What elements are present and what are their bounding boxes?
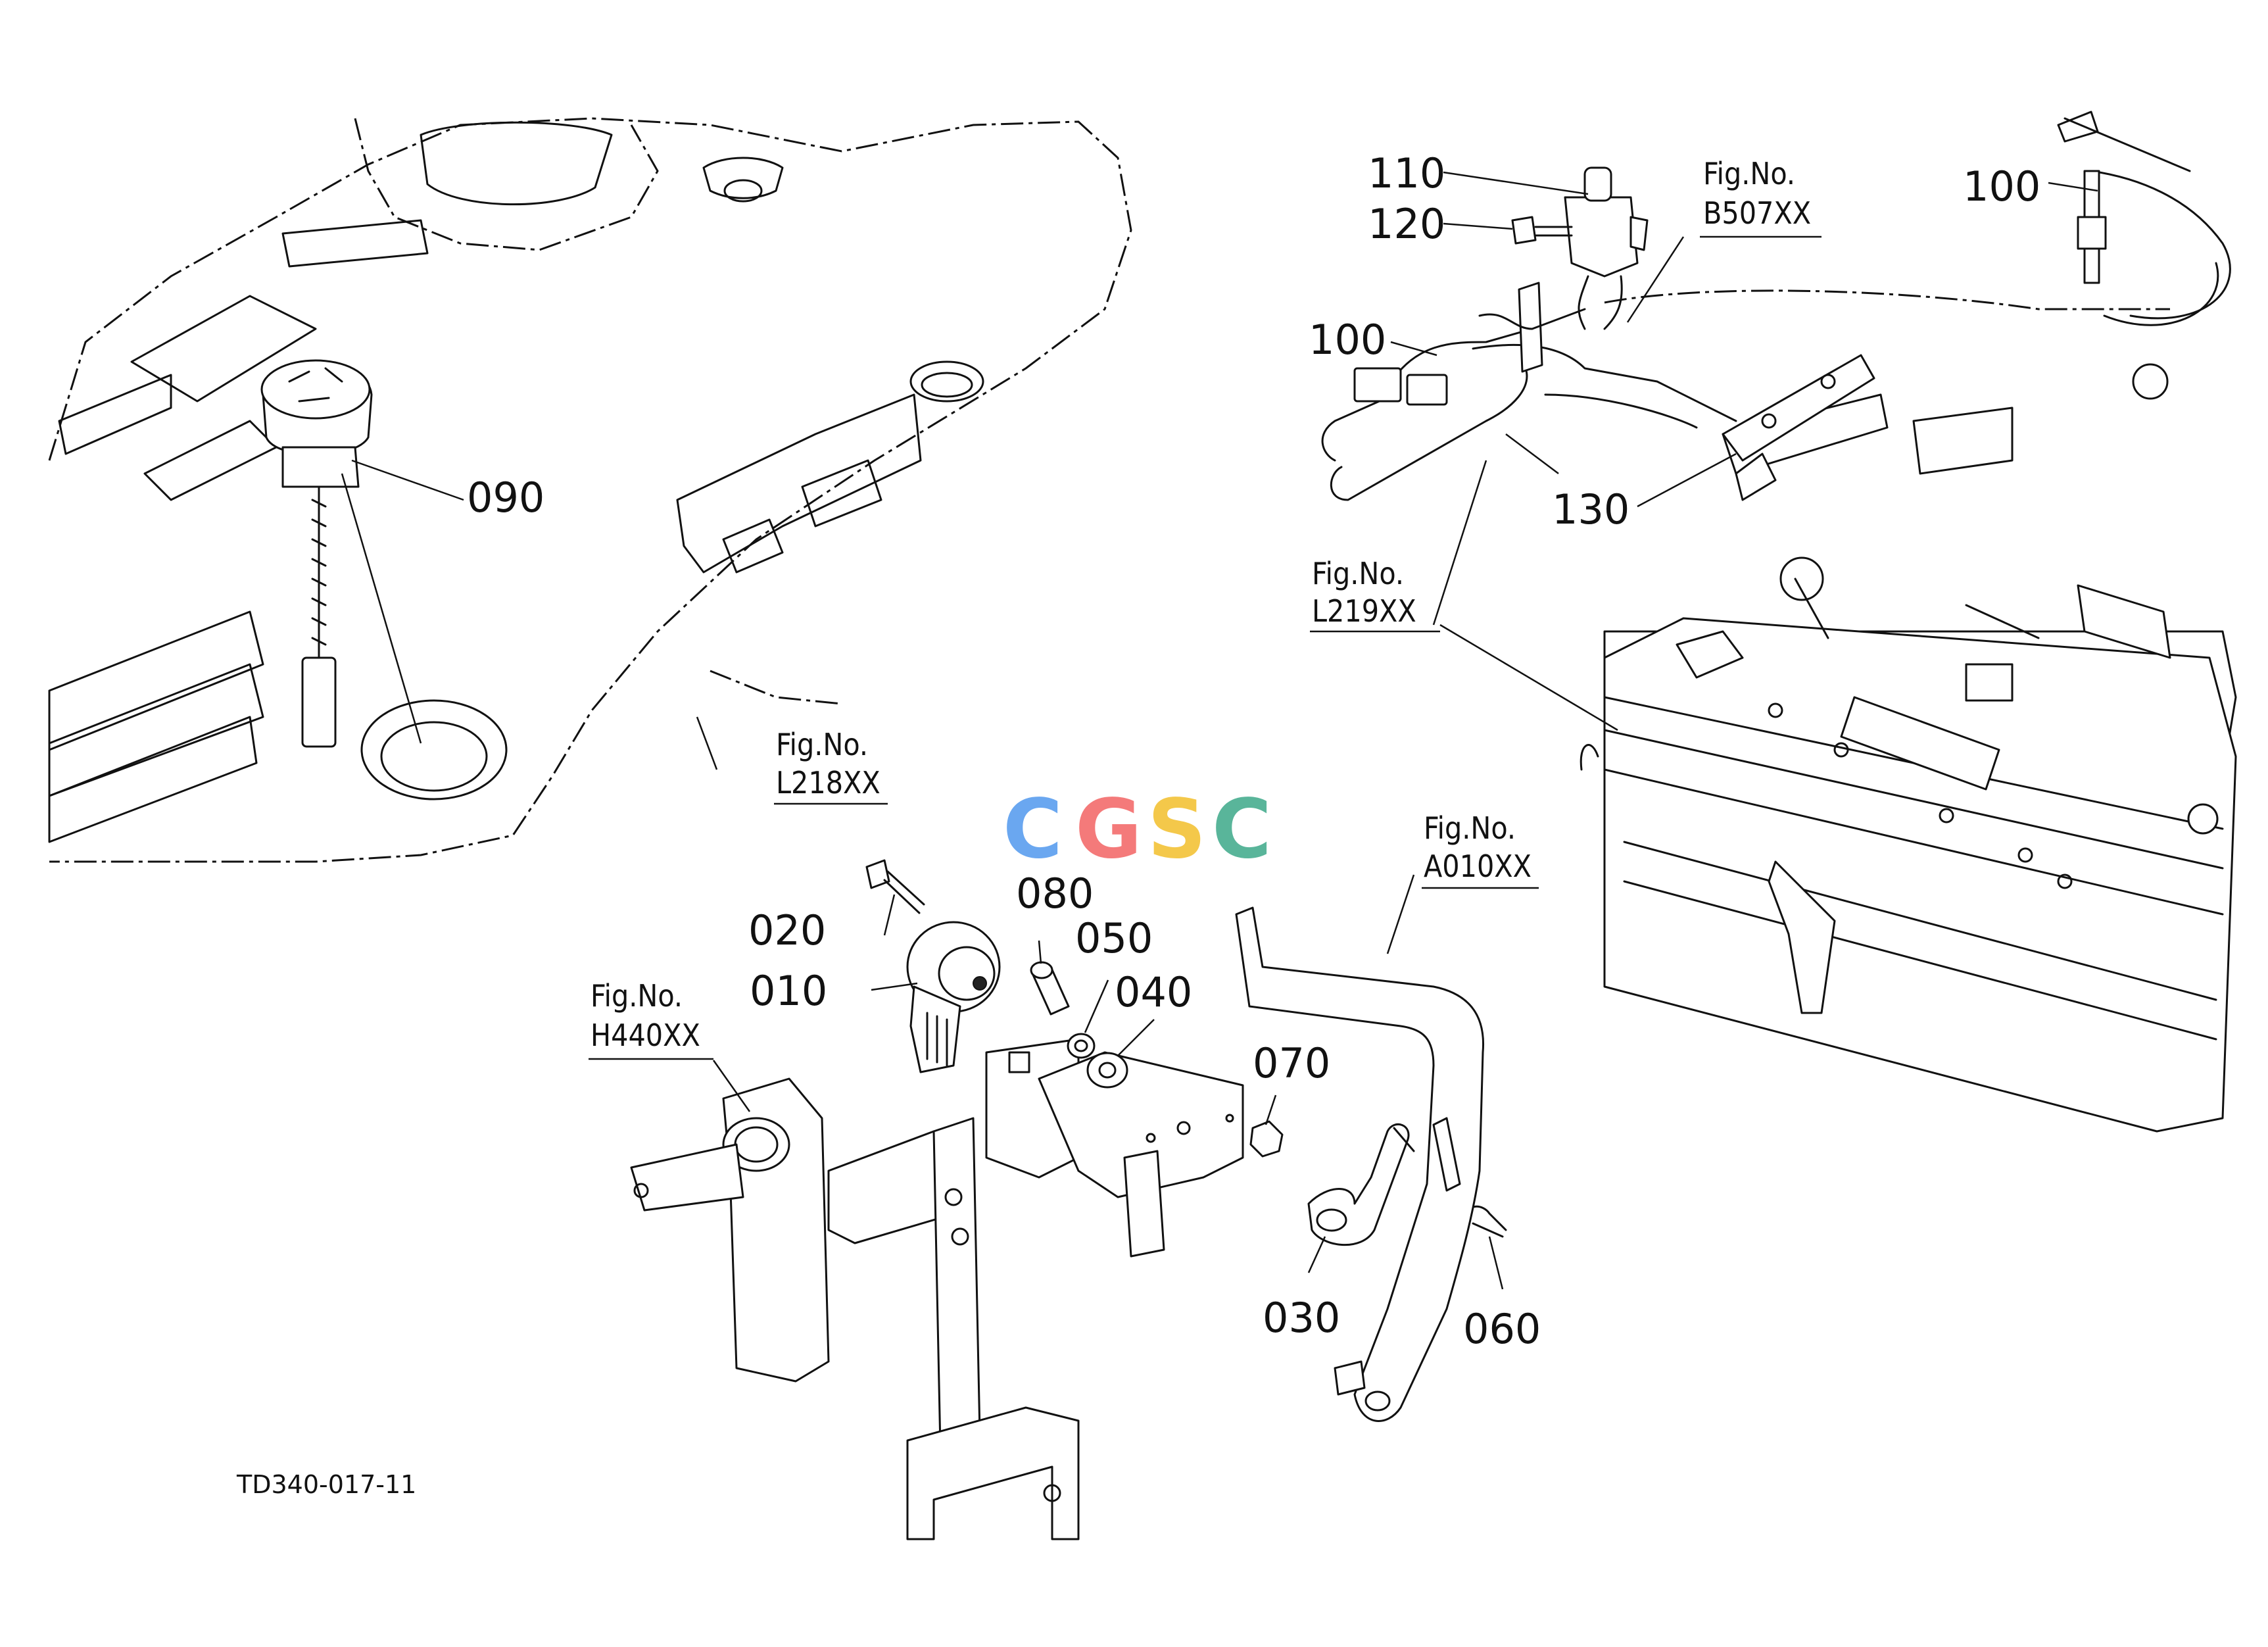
part-number-020: 020 [748,906,826,954]
bracket-assembly [630,1038,1244,1540]
svg-text:Fig.No.: Fig.No. [1424,810,1516,846]
part-number-010: 010 [750,967,827,1015]
part-number-130: 130 [1552,485,1629,533]
figure-ref-l218: Fig.No. L218XX [774,727,888,805]
part-number-080: 080 [1016,870,1094,918]
svg-text:L219XX: L219XX [1312,593,1416,629]
watermark-letter-s: S [1147,782,1206,877]
svg-text:Fig.No.: Fig.No. [1703,156,1795,191]
figure-ref-b507: Fig.No. B507XX [1700,156,1822,238]
fender-platform-assembly [48,117,1132,863]
part-number-100-harness: 100 [1309,316,1386,364]
svg-text:H440XX: H440XX [591,1018,700,1053]
figure-ref-a010: Fig.No. A010XX [1422,810,1539,889]
watermark-letter-c1: C [1003,782,1063,877]
cable-tie-100 [2057,111,2231,326]
part-number-040: 040 [1115,968,1192,1016]
part-number-090: 090 [467,474,544,522]
nut-070 [1249,1120,1284,1158]
wiring-harness-100 [1321,282,1875,501]
watermark-letter-c2: C [1212,782,1272,877]
pedal-arm [1235,906,1485,1422]
cgsc-watermark: C G S C [1003,782,1272,877]
svg-text:Fig.No.: Fig.No. [1312,556,1404,591]
switch-090 [260,359,464,748]
washer-040 [1086,1052,1128,1089]
drawing-code: TD340-017-11 [236,1470,416,1499]
part-number-110: 110 [1368,149,1445,197]
part-number-070: 070 [1253,1039,1330,1087]
part-number-120: 120 [1368,200,1445,248]
seat-frame-assembly [1580,289,2237,1133]
part-number-100-tie: 100 [1963,162,2040,210]
washer-050 [1067,1033,1096,1059]
svg-text:L218XX: L218XX [776,765,881,800]
svg-text:B507XX: B507XX [1703,195,1811,231]
figure-ref-h440: Fig.No. H440XX [589,978,713,1060]
collar-080 [1030,961,1070,1016]
valve-110 [1564,166,1649,330]
watermark-letter-g: G [1075,782,1142,877]
svg-text:Fig.No.: Fig.No. [776,727,868,762]
figure-ref-l219: Fig.No. L219XX [1310,556,1440,633]
svg-text:Fig.No.: Fig.No. [591,978,683,1014]
part-number-labels: 110 120 100 130 100 090 020 010 080 050 … [467,149,2040,1353]
sensor-010 [906,921,1001,1073]
link-arm-030 [1307,1123,1415,1246]
part-number-030: 030 [1263,1294,1340,1342]
bolt-120 [1511,216,1573,245]
part-number-050: 050 [1075,914,1153,962]
bolt-020 [865,859,925,914]
svg-text:A010XX: A010XX [1424,848,1532,884]
part-number-060: 060 [1463,1305,1541,1353]
leader-lines [696,171,2098,1290]
